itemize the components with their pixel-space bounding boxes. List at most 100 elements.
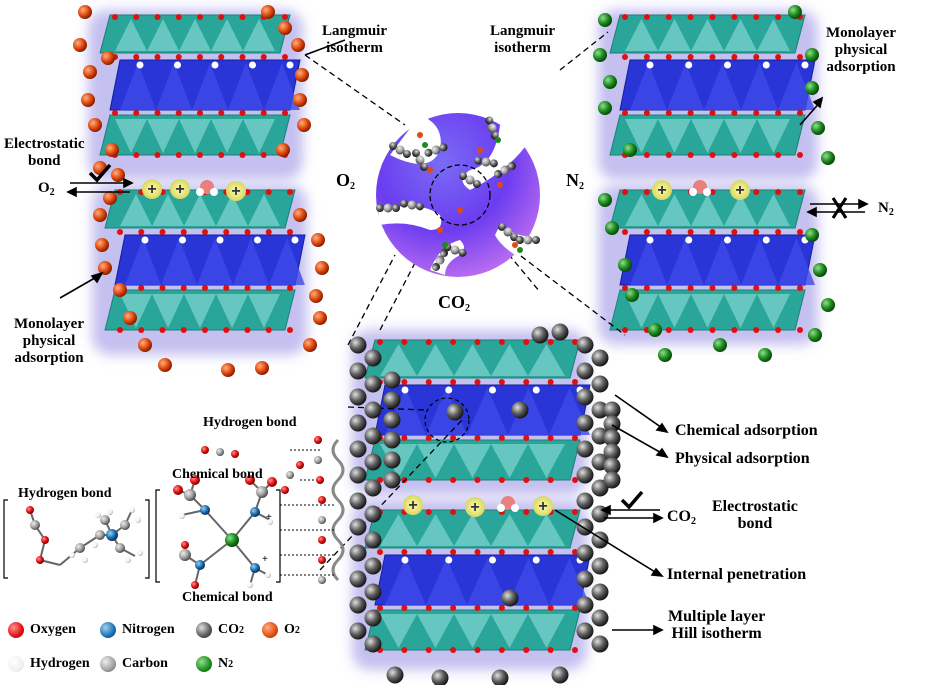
- atom: [225, 533, 239, 547]
- o2-gas-text: O: [336, 170, 351, 190]
- o2-ball: [295, 68, 309, 82]
- n2-ball: [805, 81, 819, 95]
- o2-arrow-label: O2: [38, 180, 55, 201]
- co2-ball: [431, 669, 449, 685]
- multiple-layer-line1: Multiple layer: [668, 608, 766, 625]
- legend-swatch: [8, 656, 24, 672]
- co2-ball: [349, 518, 367, 536]
- n2-ball: [603, 75, 617, 89]
- atom: [265, 572, 271, 578]
- atom: [125, 557, 131, 563]
- co2-ball: [383, 391, 401, 409]
- atom: [191, 581, 199, 589]
- monolayer-left-line3: adsorption: [14, 350, 84, 366]
- co2-ball: [364, 349, 382, 367]
- o2-ball: [158, 358, 172, 372]
- hydrogen-bond-left-label: Hydrogen bond: [18, 486, 112, 501]
- atom: [135, 517, 141, 523]
- o2-gas-label: O2: [336, 170, 356, 195]
- o2-ball: [261, 5, 275, 19]
- legend-subscript: 2: [294, 624, 300, 636]
- svg-text:+: +: [231, 183, 240, 200]
- co2-molecule: [424, 143, 448, 157]
- svg-text:+: +: [175, 181, 184, 198]
- chemistry-molecules: ++: [26, 436, 326, 589]
- co2-ball: [364, 505, 382, 523]
- n2-ball: [598, 193, 612, 207]
- atom: [247, 582, 253, 588]
- svg-text:+: +: [147, 181, 156, 198]
- co2-molecule: [474, 156, 498, 168]
- n2-ball: [648, 323, 662, 337]
- co2-ball: [551, 323, 569, 341]
- o2-gas-sub: 2: [350, 181, 356, 192]
- co2-ball: [383, 471, 401, 489]
- co2-ball: [383, 431, 401, 449]
- co2-ball: [349, 388, 367, 406]
- cross-icon: [831, 197, 848, 219]
- atom: [179, 513, 185, 519]
- structure-top-left-1: [99, 14, 301, 158]
- co2-ball: [349, 362, 367, 380]
- n2-arrow-sub: 2: [888, 207, 894, 218]
- plus-sign: +: [262, 554, 268, 565]
- co2-molecule: [389, 142, 411, 158]
- atom: [256, 486, 268, 498]
- co2-ball: [349, 336, 367, 354]
- langmuir-right-label: Langmuir isotherm: [490, 23, 555, 57]
- co2-ball: [446, 403, 464, 421]
- monolayer-right-line1: Monolayer: [826, 25, 896, 41]
- o2-ball: [255, 361, 269, 375]
- o2-ball: [105, 143, 119, 157]
- chemical-adsorption-label: Chemical adsorption: [675, 422, 818, 439]
- co2-ball: [591, 583, 609, 601]
- langmuir-left-line1: Langmuir: [322, 23, 388, 39]
- o2-ball: [291, 38, 305, 52]
- svg-text:+: +: [538, 498, 547, 515]
- n2-gas-sub: 2: [579, 181, 584, 192]
- co2-gas-sub: 2: [465, 303, 470, 314]
- legend-swatch: [196, 656, 212, 672]
- check-icon: [620, 490, 644, 510]
- atom: [286, 471, 294, 479]
- co2-ball: [591, 479, 609, 497]
- o2-ball: [123, 311, 137, 325]
- o2-ball: [278, 21, 292, 35]
- co2-ball: [576, 622, 594, 640]
- legend-label: Hydrogen: [30, 656, 90, 671]
- atom: [92, 542, 98, 548]
- co2-ball: [349, 596, 367, 614]
- langmuir-right-line1: Langmuir: [490, 23, 556, 39]
- structure-top-right-2: [609, 189, 816, 333]
- atom: [137, 550, 143, 556]
- co2-ball: [576, 492, 594, 510]
- co2-ball: [591, 349, 609, 367]
- legend-swatch: [8, 622, 24, 638]
- atom: [281, 486, 289, 494]
- atom: [296, 461, 304, 469]
- co2-arrow-text: CO: [667, 508, 691, 525]
- n2-arrow-text: N: [878, 200, 889, 216]
- monolayer-right-label: Monolayer physical adsorption: [826, 25, 896, 76]
- atom: [316, 476, 324, 484]
- n2-ball: [805, 228, 819, 242]
- legend-item-hydrogen: Hydrogen: [8, 656, 90, 672]
- legend-swatch: [100, 656, 116, 672]
- legend-label: O: [284, 622, 295, 637]
- n2-gas-label: N2: [566, 171, 584, 195]
- co2-ball: [383, 371, 401, 389]
- o2-ball: [78, 5, 92, 19]
- atom: [267, 519, 273, 525]
- co2-ball: [603, 429, 621, 447]
- co2-ball: [364, 609, 382, 627]
- structure-bottom-1: [364, 339, 591, 483]
- o2-ball: [101, 51, 115, 65]
- co2-ball: [576, 388, 594, 406]
- arrows: [59, 39, 869, 636]
- monolayer-left-line2: physical: [22, 333, 76, 349]
- langmuir-right-line2: isotherm: [494, 40, 551, 56]
- internal-penetration-label: Internal penetration: [667, 566, 807, 583]
- atom: [69, 552, 75, 558]
- co2-ball: [591, 609, 609, 627]
